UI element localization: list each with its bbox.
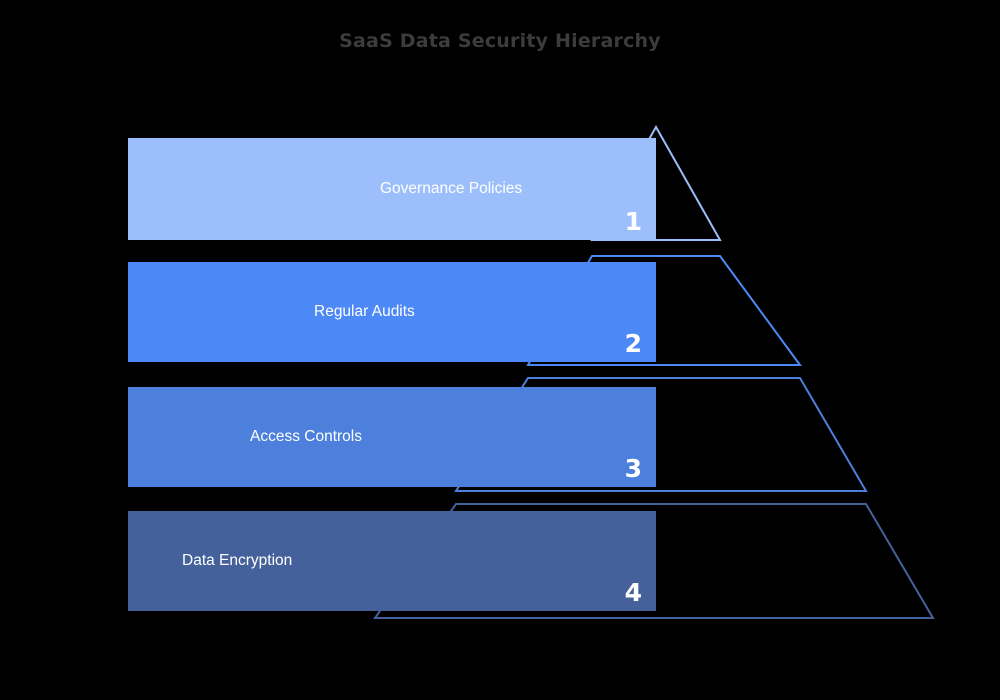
pyramid-level-rank-1: 1 — [624, 207, 642, 236]
page-title: SaaS Data Security Hierarchy — [339, 30, 661, 52]
pyramid-level-label-1: Governance Policies — [380, 180, 523, 197]
pyramid-level-rank-3: 3 — [624, 454, 642, 483]
pyramid-level-outline-3 — [454, 377, 868, 492]
pyramid-level-bar-3[interactable]: Access Controls 3 — [128, 387, 656, 487]
pyramid-level-outline-2 — [526, 255, 802, 366]
pyramid-level-bar-2[interactable]: Regular Audits 2 — [128, 262, 656, 362]
pyramid-level-label-4: Data Encryption — [182, 552, 293, 569]
pyramid-level-bar-1[interactable]: Governance Policies 1 — [128, 138, 656, 240]
pyramid-level-bar-4[interactable]: Data Encryption 4 — [128, 511, 656, 611]
pyramid-level-label-2: Regular Audits — [314, 303, 415, 320]
pyramid-level-rank-4: 4 — [624, 578, 642, 607]
pyramid-level-outline-4 — [373, 503, 935, 619]
pyramid-level-label-3: Access Controls — [250, 428, 362, 445]
pyramid-level-rank-2: 2 — [624, 329, 642, 358]
